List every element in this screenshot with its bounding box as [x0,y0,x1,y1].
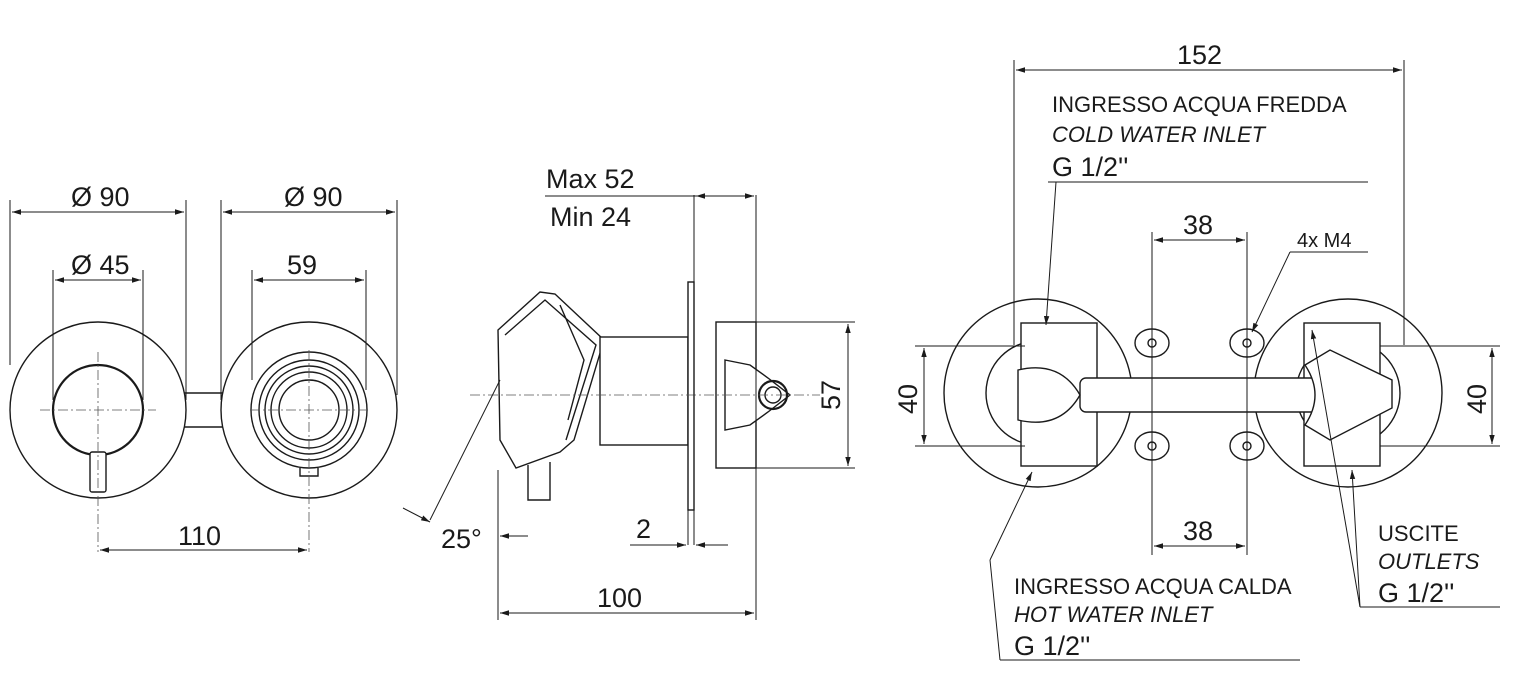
dim-min-depth: Min 24 [550,202,631,232]
label-out-thread: G 1/2'' [1378,578,1454,608]
dim-bottom-spacing: 38 [1183,516,1213,546]
label-hot-thread: G 1/2'' [1014,631,1090,661]
dim-overall-width: 152 [1177,40,1222,70]
side-view: Max 52 Min 24 57 25° 2 100 [402,164,855,620]
dim-screws: 4x M4 [1297,230,1351,252]
front-view: Ø 90 Ø 90 Ø 45 59 110 [9,182,398,553]
label-out-en: OUTLETS [1378,549,1480,574]
dim-ring-width: 59 [287,250,317,280]
dim-right-height: 40 [1462,384,1492,414]
label-cold-en: COLD WATER INLET [1052,122,1267,147]
label-out-it: USCITE [1378,521,1459,546]
dim-top-spacing: 38 [1183,210,1213,240]
dim-total-depth: 100 [597,583,642,613]
dim-front-right-diameter: Ø 90 [284,182,343,212]
dim-centres: 110 [178,521,221,551]
label-hot-it: INGRESSO ACQUA CALDA [1014,574,1292,599]
dim-knob-diameter: Ø 45 [71,250,130,280]
label-cold-thread: G 1/2'' [1052,152,1128,182]
dim-body-height: 57 [816,380,846,410]
dim-left-height: 40 [893,384,923,414]
dim-front-left-diameter: Ø 90 [71,182,130,212]
rear-view: 152 38 38 40 40 4x M4 INGRESSO ACQUA FRE… [893,40,1500,661]
dim-plate: 2 [636,514,651,544]
dim-angle: 25° [441,524,482,554]
label-cold-it: INGRESSO ACQUA FREDDA [1052,92,1347,117]
label-hot-en: HOT WATER INLET [1014,602,1214,627]
dim-max-depth: Max 52 [546,164,635,194]
